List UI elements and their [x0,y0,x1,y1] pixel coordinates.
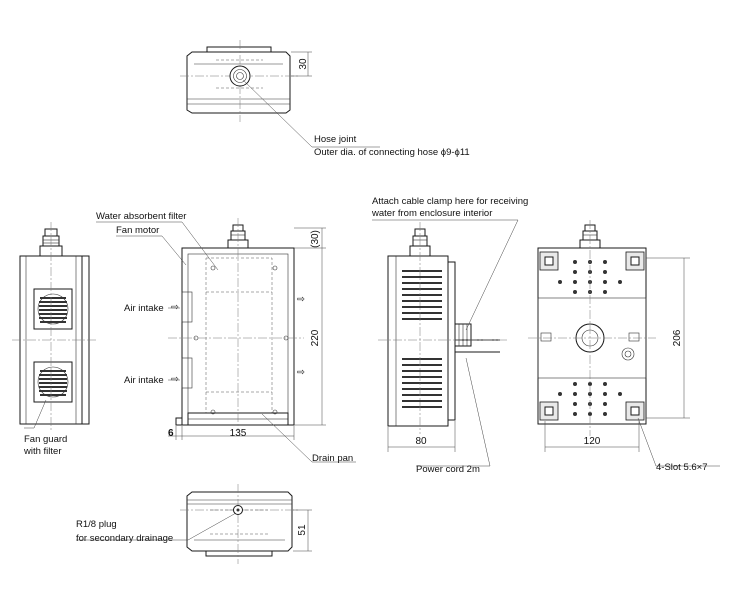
label-hose-outer-dia: Outer dia. of connecting hose ϕ9-ϕ11 [314,147,470,158]
bottom-view: 51 R1/8 plug for secondary drainage [76,484,312,564]
dim-side-80: 80 [415,436,427,447]
label-air-intake-2: Air intake [124,375,164,386]
label-cable-clamp-1: Attach cable clamp here for receiving [372,196,528,207]
label-secondary-drainage: for secondary drainage [76,533,173,544]
arrow-icon: ⇨ [297,294,305,305]
dim-front-6: 6 [168,428,174,439]
dim-back-206: 206 [672,329,683,346]
left-side-view: Fan guard with filter [12,222,96,457]
label-water-absorbent-filter: Water absorbent filter [96,211,186,222]
label-slot: 4-Slot 5.6×7 [656,462,708,473]
top-view: 30 Hose joint Outer dia. of connecting h… [180,40,470,158]
label-power-cord: Power cord 2m [416,464,480,475]
dim-back-120: 120 [584,436,601,447]
dim-front-220: 220 [310,329,321,346]
arrow-icon: ⇨ [171,302,179,313]
fan-guard-icon [33,288,73,330]
dim-front-30: (30) [310,230,321,248]
arrow-icon: ⇨ [171,374,179,385]
back-view: 206 120 4-Slot 5.6×7 [528,220,720,473]
label-drain-pan: Drain pan [312,453,353,464]
label-hose-joint: Hose joint [314,134,357,145]
front-view: ⇨ ⇨ ⇨ ⇨ (30) 220 6 135 Water absorbent f… [96,211,356,464]
fan-guard-icon [33,361,73,403]
label-fan-guard: Fan guard [24,434,67,445]
label-cable-clamp-2: water from enclosure interior [371,208,492,219]
dim-bottom-51: 51 [297,524,308,536]
dim-top-30: 30 [298,58,309,70]
right-side-view: 80 Attach cable clamp here for receiving… [371,196,528,475]
arrow-icon: ⇨ [297,367,305,378]
dim-front-135: 135 [230,428,247,439]
label-r18-plug: R1/8 plug [76,519,117,530]
label-fan-motor: Fan motor [116,225,159,236]
label-with-filter: with filter [23,446,61,457]
label-air-intake-1: Air intake [124,303,164,314]
